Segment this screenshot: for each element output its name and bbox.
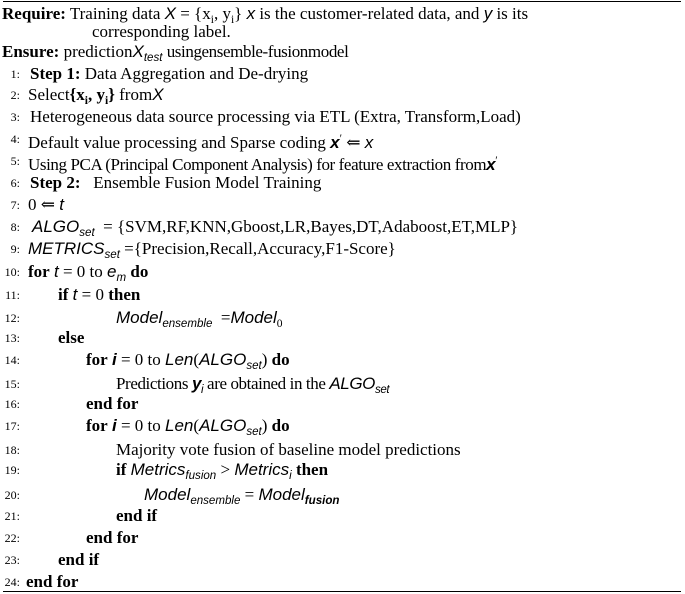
bottom-rule xyxy=(3,591,681,592)
top-rule xyxy=(3,1,681,2)
ensure-line: Ensure: predictionXtest usingensemble-fu… xyxy=(2,42,349,65)
require-line-2: corresponding label. xyxy=(92,22,231,41)
require-line: Require: Training data X = {xi, yi} x is… xyxy=(2,4,529,27)
